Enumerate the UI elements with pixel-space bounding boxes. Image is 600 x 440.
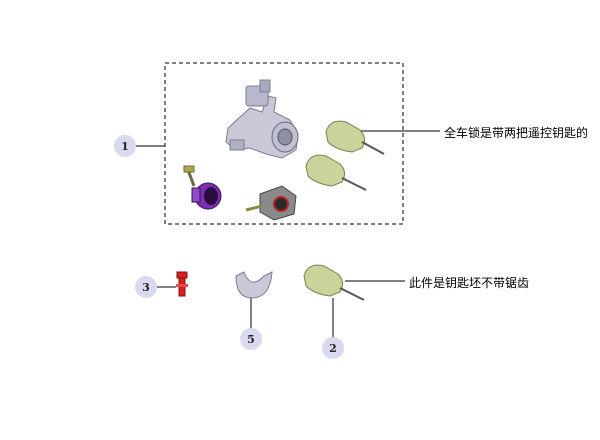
trunk-lock-cylinder — [245, 185, 297, 221]
callout-badge-1: 1 — [114, 135, 136, 157]
note-full-lock-set: 全车锁是带两把遥控钥匙的 — [444, 126, 589, 140]
red-clip — [176, 271, 188, 297]
remote-key-lower — [305, 154, 367, 191]
door-lock-cylinder — [183, 165, 222, 210]
kit-group-box — [164, 62, 404, 225]
lock-bracket — [235, 271, 273, 299]
note-key-blank: 此件是钥匙坯不带锯齿 — [409, 276, 530, 290]
ignition-lock-assembly — [225, 79, 299, 159]
callout-badge-2: 2 — [322, 337, 344, 359]
callout-badge-5: 5 — [240, 328, 262, 350]
key-blank — [303, 264, 365, 301]
remote-key-upper — [325, 120, 385, 155]
callout-badge-3: 3 — [135, 276, 157, 298]
